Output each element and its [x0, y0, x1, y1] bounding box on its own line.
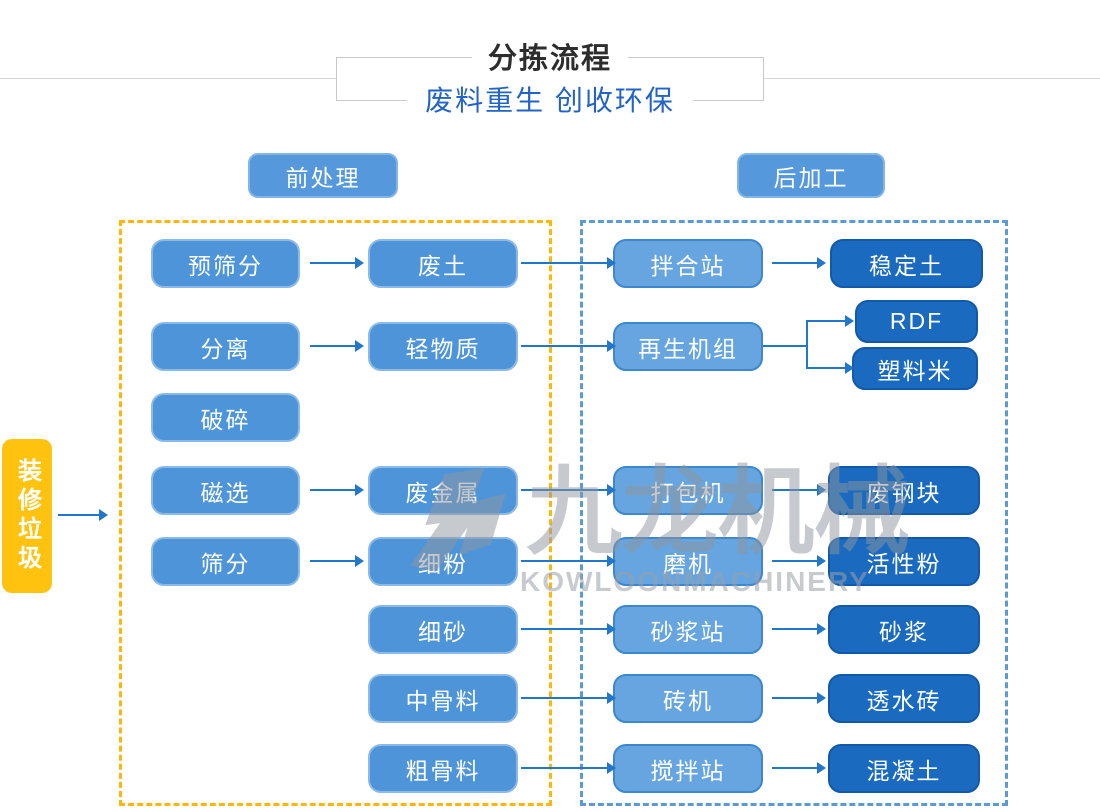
pre-processing-zone: [119, 220, 552, 806]
node-baler: 打包机: [613, 466, 763, 515]
branch-vertical-regenunit: [806, 321, 808, 369]
arrow-source-to-pre-zone: [58, 509, 108, 521]
node-rdf: RDF: [855, 300, 978, 343]
arrow-mediumaggregate-to-brickmachine: [521, 692, 616, 704]
page-title: 分拣流程: [471, 42, 629, 76]
node-screening: 筛分: [151, 537, 300, 586]
node-crushing: 破碎: [151, 393, 300, 442]
arrow-mixerstation-to-concrete: [772, 762, 826, 774]
arrow-prescreen-to-wastesoil: [310, 257, 364, 269]
arrow-finepowder-to-mill: [521, 555, 616, 567]
node-fine-powder: 细粉: [368, 537, 518, 586]
header-rule-left: [0, 78, 336, 79]
node-fine-sand: 细砂: [368, 605, 518, 654]
arrow-lightmaterial-to-regenunit: [521, 340, 616, 352]
node-separation: 分离: [151, 322, 300, 371]
page-subtitle: 废料重生 创收环保: [407, 84, 693, 118]
node-mortar: 砂浆: [828, 605, 980, 654]
node-light-material: 轻物质: [368, 322, 518, 371]
node-pre-screening: 预筛分: [151, 239, 300, 288]
node-coarse-aggregate: 粗骨料: [368, 744, 518, 793]
source-node-decoration-waste: 装修垃圾: [2, 439, 52, 593]
arrow-screening-to-finepowder: [310, 555, 364, 567]
node-scrap-metal: 废金属: [368, 466, 518, 515]
node-mortar-station: 砂浆站: [613, 605, 763, 654]
branch-line-regenunit: [763, 345, 807, 347]
arrow-coarseaggregate-to-mixerstation: [521, 762, 616, 774]
node-regeneration-unit: 再生机组: [613, 322, 763, 371]
arrow-brickmachine-to-permeablebrick: [772, 692, 826, 704]
post-processing-zone: [580, 220, 1008, 806]
node-magnetic-separation: 磁选: [151, 466, 300, 515]
node-scrap-steel-block: 废钢块: [828, 466, 980, 515]
header-rule-right: [764, 78, 1100, 79]
post-processing-label: 后加工: [737, 153, 885, 198]
node-stabilized-soil: 稳定土: [830, 239, 983, 288]
node-concrete: 混凝土: [828, 744, 980, 793]
arrow-wastesoil-to-mixingplant: [521, 257, 616, 269]
arrow-mortarstation-to-mortar: [772, 623, 826, 635]
node-plastic-pellets: 塑料米: [852, 347, 978, 390]
node-brick-machine: 砖机: [613, 674, 763, 723]
arrow-mill-to-activepowder: [772, 555, 826, 567]
node-waste-soil: 废土: [368, 239, 518, 288]
pre-processing-label: 前处理: [248, 153, 398, 198]
arrow-scrapmetal-to-baler: [521, 484, 616, 496]
node-mill: 磨机: [613, 537, 763, 586]
arrow-separation-to-lightmaterial: [310, 340, 364, 352]
node-active-powder: 活性粉: [828, 537, 980, 586]
arrow-baler-to-scrapsteel: [772, 484, 826, 496]
arrow-mixingplant-to-stabilizedsoil: [772, 257, 826, 269]
arrow-regenunit-to-plasticpellets: [806, 362, 854, 374]
arrow-magnetic-to-scrapmetal: [310, 484, 364, 496]
arrow-regenunit-to-rdf: [806, 315, 854, 327]
node-permeable-brick: 透水砖: [828, 674, 980, 723]
node-medium-aggregate: 中骨料: [368, 674, 518, 723]
node-mixing-plant: 拌合站: [613, 239, 763, 288]
arrow-finesand-to-mortarstation: [521, 623, 616, 635]
node-mixer-station: 搅拌站: [613, 744, 763, 793]
